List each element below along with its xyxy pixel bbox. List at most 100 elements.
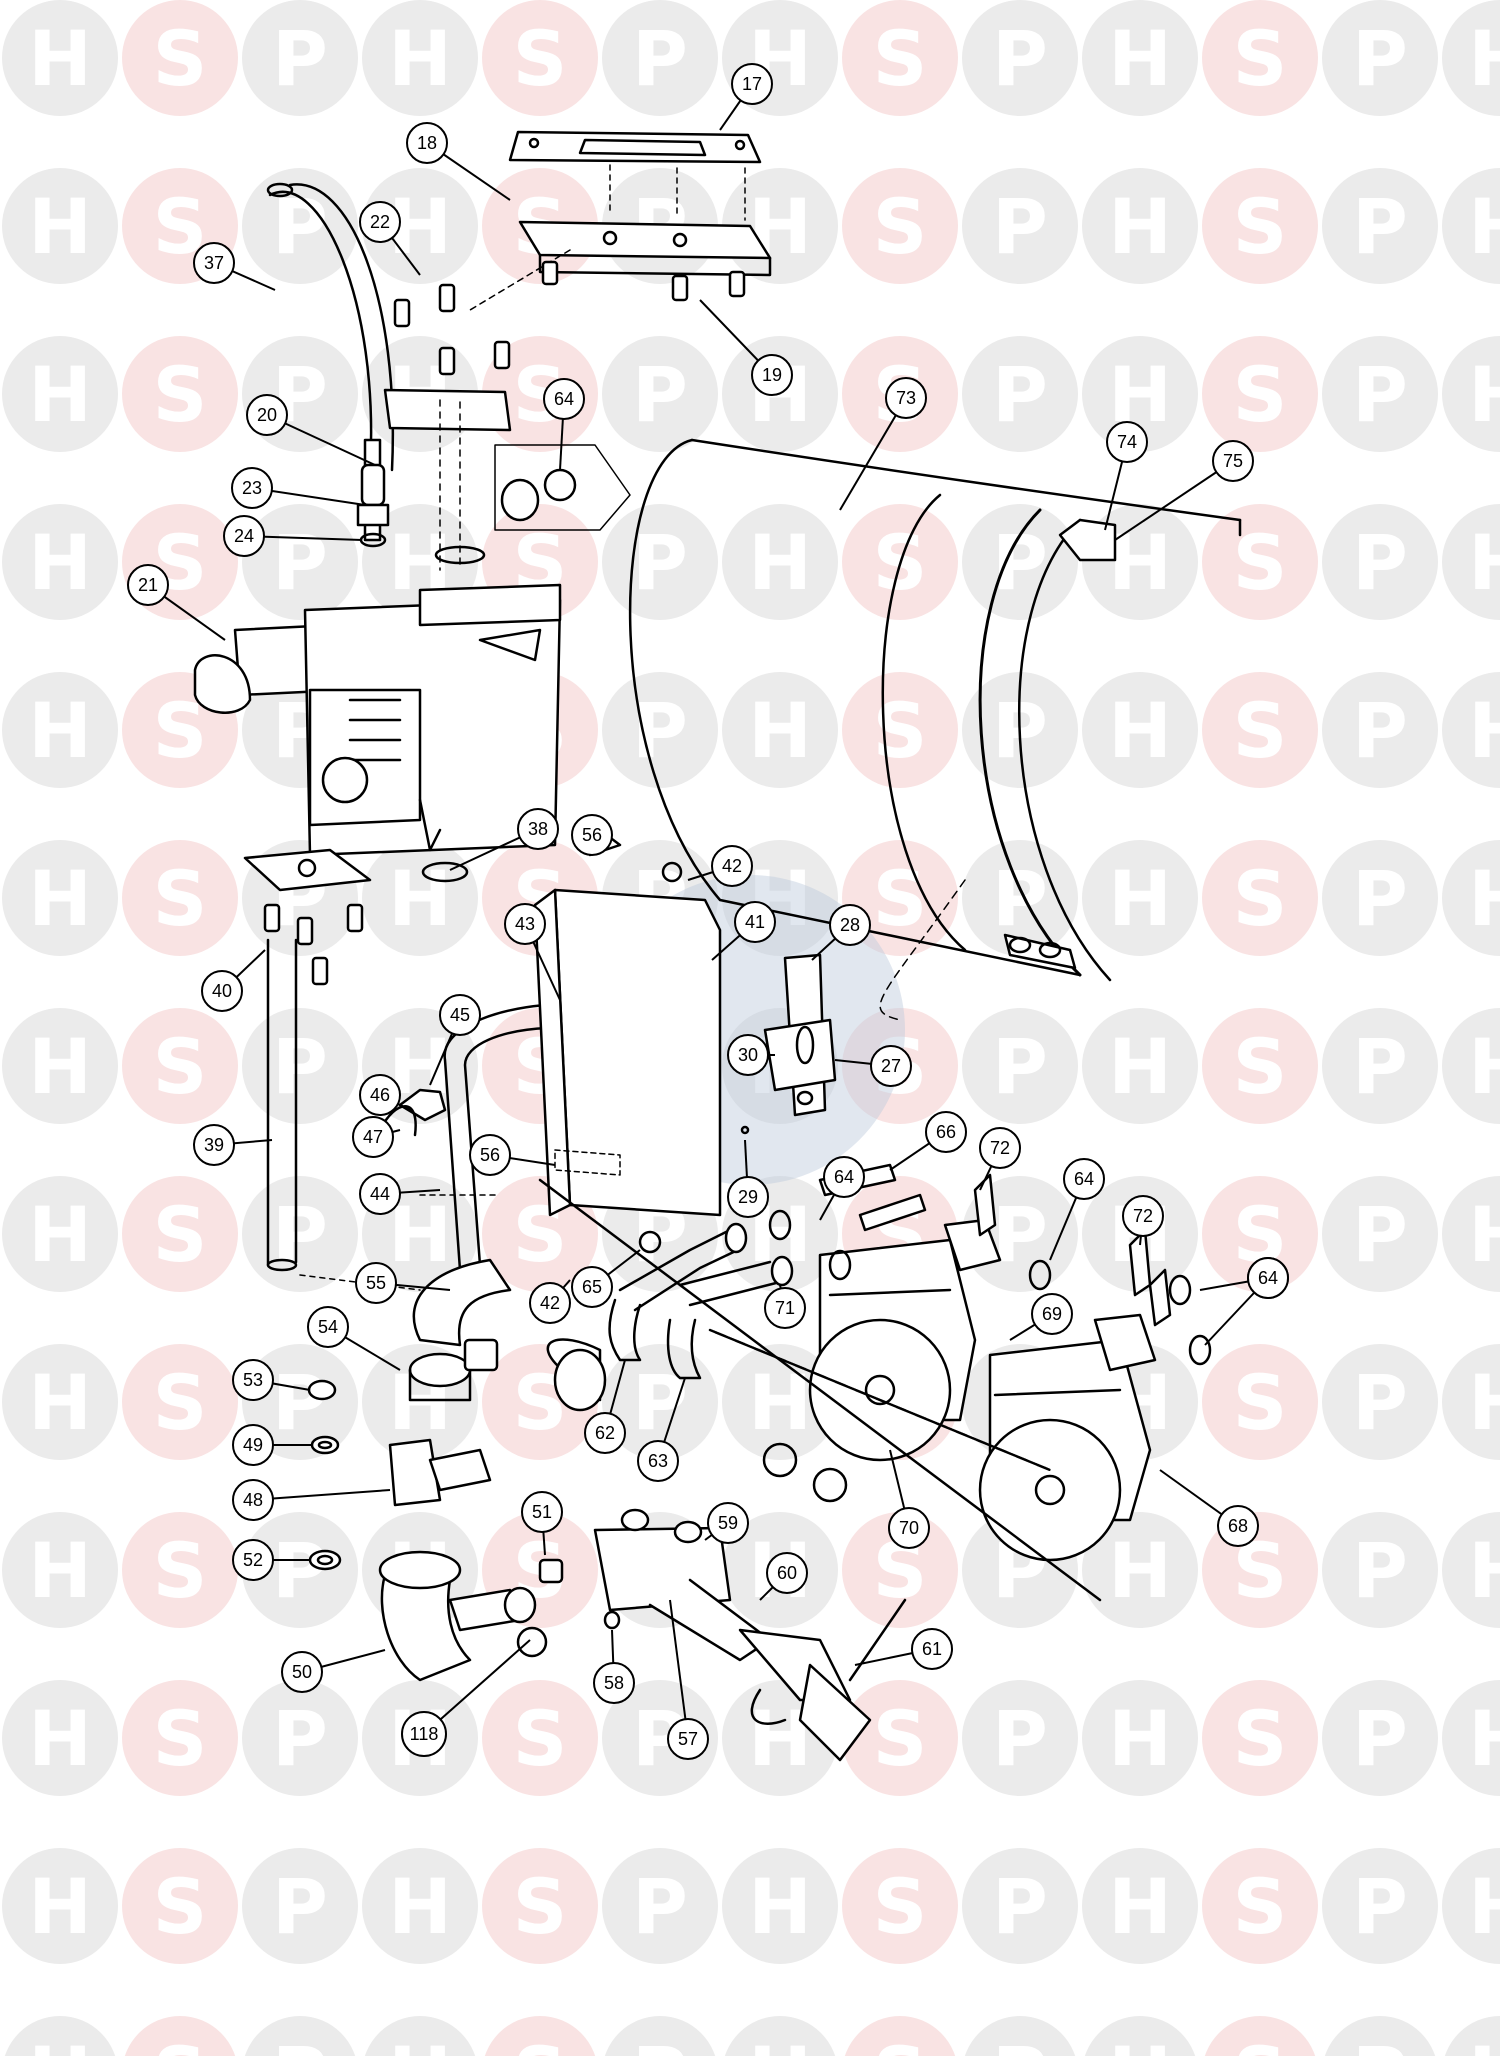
callout-number: 56 — [480, 1145, 500, 1165]
callout-circle — [727, 1176, 769, 1218]
watermark-letter: P — [1352, 1694, 1408, 1783]
callout-circle — [359, 1074, 401, 1116]
watermark-letter: S — [1233, 518, 1288, 607]
watermark-circle — [482, 0, 598, 116]
watermark-circle — [1202, 1176, 1318, 1292]
watermark-letter: S — [513, 2030, 568, 2056]
callout-circle — [1122, 1195, 1164, 1237]
watermark-circle — [364, 2016, 476, 2056]
callout-number: 118 — [410, 1724, 439, 1744]
callout-circle — [1212, 440, 1254, 482]
callout-number: 64 — [554, 389, 574, 409]
watermark-letter: H — [1468, 1190, 1500, 1279]
callout-number: 59 — [718, 1513, 738, 1533]
watermark-circle — [962, 1008, 1078, 1124]
watermark-circle — [362, 1848, 478, 1964]
callout-circle — [406, 122, 448, 164]
callout-number: 55 — [366, 1273, 386, 1293]
watermark-circle — [602, 1344, 718, 1460]
callout-circle — [637, 1440, 679, 1482]
callout-number: 41 — [745, 912, 765, 932]
watermark-circle — [1322, 504, 1438, 620]
watermark-circle — [1082, 336, 1198, 452]
watermark-circle — [1082, 0, 1198, 116]
callout-circle — [711, 845, 753, 887]
callout-number: 66 — [936, 1122, 956, 1142]
watermark-letter: P — [1352, 854, 1408, 943]
callout-leader-line — [252, 1489, 391, 1501]
watermark-circle — [722, 1848, 838, 1964]
watermark-circle — [362, 0, 478, 116]
watermark-circle — [482, 1848, 598, 1964]
watermark-circle — [122, 1008, 238, 1124]
watermark-letter: S — [513, 1862, 568, 1951]
callout-circle — [359, 1173, 401, 1215]
watermark-circle — [244, 2016, 356, 2056]
callout-number: 70 — [899, 1518, 919, 1538]
watermark-circle — [1322, 672, 1438, 788]
callout-circle — [355, 1262, 397, 1304]
callout-number: 43 — [515, 914, 535, 934]
callout-circle — [870, 1045, 912, 1087]
watermark-circle — [362, 168, 478, 284]
watermark-circle — [1442, 840, 1500, 956]
watermark-letter: H — [1108, 1694, 1172, 1783]
callout-circle — [439, 994, 481, 1036]
callout-circle — [401, 1711, 447, 1757]
watermark-letter: P — [632, 1358, 688, 1447]
callout-circle — [469, 1134, 511, 1176]
watermark-circle — [1202, 0, 1318, 116]
watermark-letter: H — [1468, 686, 1500, 775]
heat-exchanger-41 — [533, 828, 722, 1217]
watermark-circle — [1442, 1512, 1500, 1628]
watermark-circle — [2, 504, 118, 620]
callout-number: 68 — [1228, 1516, 1248, 1536]
watermark-circle — [1444, 2016, 1500, 2056]
watermark-letter: S — [153, 854, 208, 943]
callout-number: 53 — [243, 1370, 263, 1390]
watermark-letter: H — [748, 2030, 812, 2056]
watermark-letter: H — [748, 686, 812, 775]
callout-number: 22 — [370, 212, 390, 232]
pipes-62-63-71 — [608, 1222, 794, 1380]
watermark-circle — [1442, 672, 1500, 788]
watermark-letter: P — [992, 14, 1048, 103]
callout-circle — [127, 564, 169, 606]
watermark-circle — [4, 2016, 116, 2056]
callout-number: 63 — [648, 1451, 668, 1471]
callout-number: 60 — [777, 1563, 797, 1583]
watermark-letter: P — [992, 1694, 1048, 1783]
watermark-circle — [1442, 168, 1500, 284]
parts-drawing — [193, 130, 1242, 1762]
callout-number: 42 — [722, 856, 742, 876]
callout-number: 61 — [922, 1639, 942, 1659]
watermark-letter: S — [873, 14, 928, 103]
watermark-circle — [1442, 1680, 1500, 1796]
gasket-plate-17 — [508, 130, 762, 221]
watermark-circle — [2, 1008, 118, 1124]
watermark-circle — [1202, 1344, 1318, 1460]
watermark-letter: H — [1108, 686, 1172, 775]
watermark-circle — [2, 0, 118, 116]
callout-leader-line — [839, 397, 907, 511]
watermark-letter: S — [873, 182, 928, 271]
callout-number: 44 — [370, 1184, 390, 1204]
watermark-letter: P — [632, 686, 688, 775]
watermark-letter: P — [632, 2030, 688, 2056]
watermark-circle — [1082, 1008, 1198, 1124]
watermark-circle — [1202, 168, 1318, 284]
watermark-letter: P — [1352, 350, 1408, 439]
watermark-circle — [1082, 840, 1198, 956]
watermark-circle — [962, 840, 1078, 956]
callout-circle — [764, 1287, 806, 1329]
callout-number: 28 — [840, 915, 860, 935]
watermark-letter: H — [388, 2030, 452, 2056]
watermark-letter: P — [272, 1190, 328, 1279]
callout-number: 52 — [243, 1550, 263, 1570]
watermark-circle — [122, 336, 238, 452]
watermark-circle — [1322, 0, 1438, 116]
watermark-letter: H — [1468, 854, 1500, 943]
watermark-circle — [2, 1848, 118, 1964]
mounting-plate-18 — [469, 220, 772, 311]
